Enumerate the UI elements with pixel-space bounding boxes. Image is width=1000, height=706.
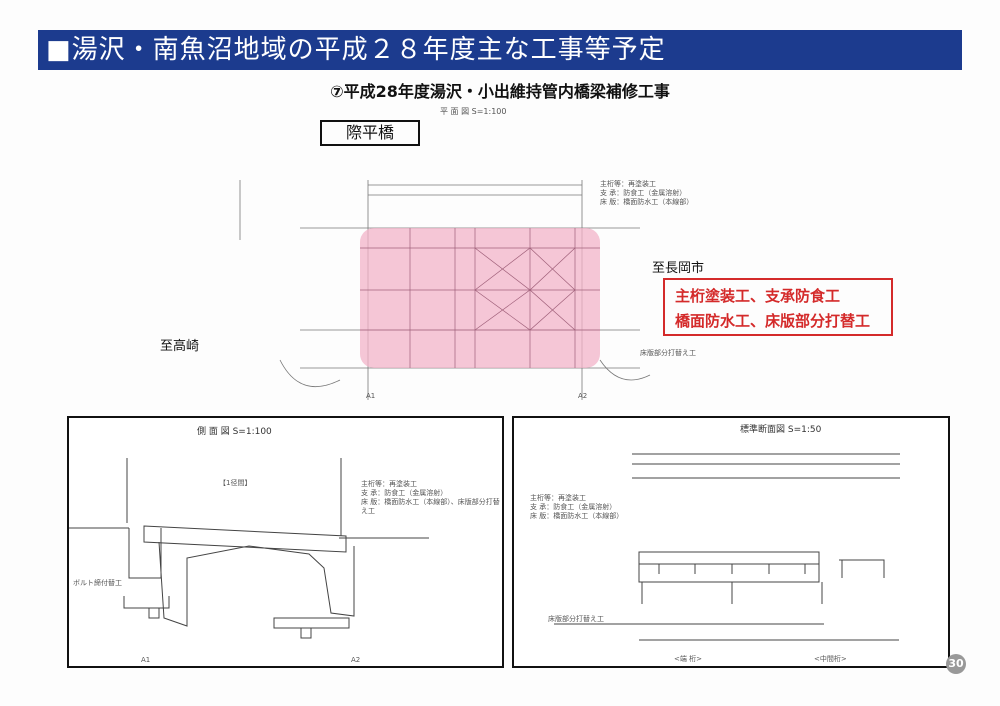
direction-left: 至高崎	[160, 339, 200, 354]
plan-note: 支 承：防食工（金属溶射）	[600, 189, 687, 197]
page-number: 30	[946, 654, 966, 674]
cross-section-panel: 標準断面図 S=1:50 主桁等：再塗装工 支 承：防食工（金属溶射） 床 版：…	[512, 416, 950, 668]
end-girder-label: <端 桁>	[674, 655, 702, 663]
work-item: 橋面防水工、床版部分打替工	[675, 312, 871, 330]
section-caption: 標準断面図 S=1:50	[740, 425, 822, 435]
slab-label: 床版部分打替え工	[640, 349, 696, 357]
side-note: 主桁等：再塗装工	[361, 480, 417, 488]
side-view-panel: 側 面 図 S=1:100 【1径間】 主桁等：再塗装工 支 承：防食工（金属溶…	[67, 416, 504, 668]
direction-right: 至長岡市	[652, 261, 705, 276]
side-view-drawing	[69, 458, 429, 639]
section-note: 床 版：橋面防水工（本線部）	[530, 512, 624, 520]
section-slab-label: 床版部分打替え工	[548, 615, 604, 623]
repair-area-highlight	[360, 228, 600, 368]
abutment-a1: A1	[366, 392, 376, 400]
page-header: ■湯沢・南魚沼地域の平成２８年度主な工事等予定	[38, 30, 962, 70]
abutment-a2: A2	[578, 392, 588, 400]
middle-girder-label: <中間桁>	[814, 655, 847, 663]
side-a1: A1	[141, 656, 151, 664]
plan-caption: 平 面 図 S=1:100	[440, 107, 507, 116]
section-note: 支 承：防食工（金属溶射）	[530, 503, 617, 511]
work-items-box: 主桁塗装工、支承防食工 橋面防水工、床版部分打替工	[663, 278, 893, 336]
section-note: 主桁等：再塗装工	[530, 494, 586, 502]
span-label: 【1径間】	[219, 479, 252, 487]
side-caption: 側 面 図 S=1:100	[197, 427, 272, 437]
plan-note: 主桁等：再塗装工	[600, 180, 656, 188]
side-a2: A2	[351, 656, 361, 664]
plan-note: 床 版：橋面防水工（本線部）	[600, 198, 694, 206]
side-note: 床 版：橋面防水工（本線部）、床版部分打替え工	[361, 498, 500, 515]
bolt-label: ボルト締付替工	[73, 579, 122, 587]
bridge-name: 際平橋	[320, 120, 420, 146]
side-note: 支 承：防食工（金属溶射）	[361, 489, 448, 497]
project-title: ⑦平成28年度湯沢・小出維持管内橋梁補修工事	[330, 82, 670, 101]
cross-section-drawing	[554, 453, 900, 641]
work-item: 主桁塗装工、支承防食工	[675, 287, 841, 305]
